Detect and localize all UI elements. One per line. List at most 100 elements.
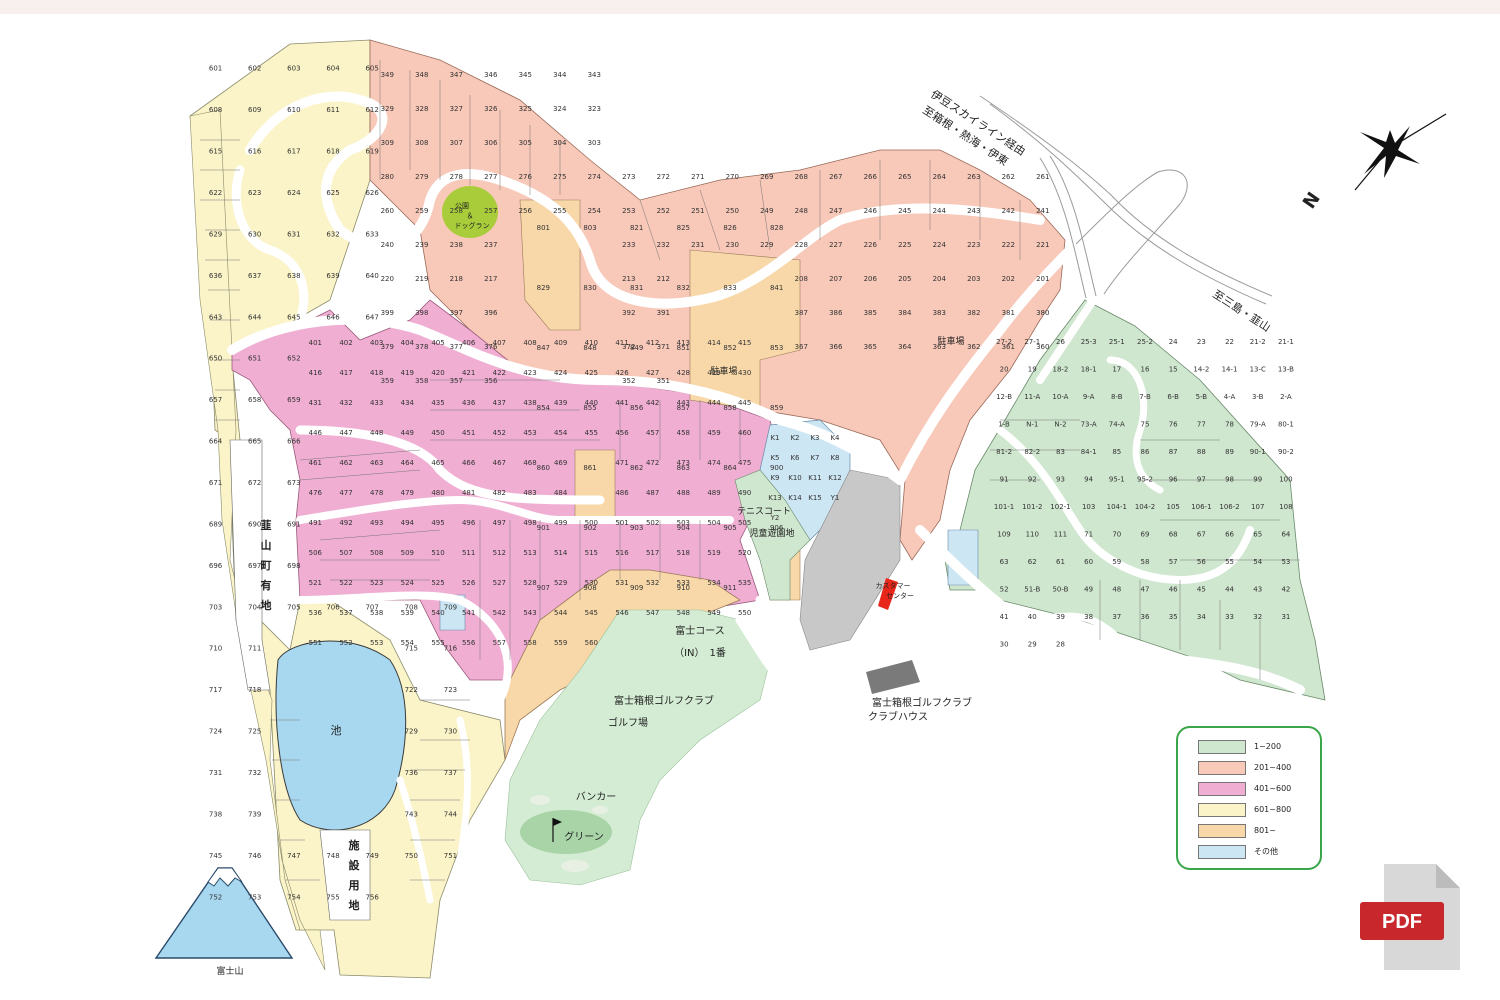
- lot-number: 644: [248, 313, 262, 321]
- lot-number: 254: [588, 207, 602, 215]
- mount-fuji-label: 富士山: [216, 965, 243, 977]
- lot-number: 63: [1000, 558, 1009, 566]
- lot-number: 257: [484, 207, 497, 215]
- lot-number: 385: [864, 309, 877, 317]
- lot-number: 6-B: [1167, 393, 1179, 401]
- lot-number: N-2: [1054, 420, 1066, 428]
- lot-number: 19: [1028, 365, 1037, 373]
- lot-number: 377: [450, 343, 463, 351]
- lot-number: 651: [248, 355, 261, 363]
- lot-number: 403: [370, 339, 383, 347]
- lot-number: 725: [248, 728, 261, 736]
- lot-number: 528: [523, 579, 536, 587]
- lot-number: 623: [248, 189, 261, 197]
- lot-number: 66: [1225, 530, 1234, 538]
- lot-number: 401: [309, 339, 322, 347]
- lot-number: 402: [339, 339, 352, 347]
- lot-number: 697: [248, 562, 261, 570]
- lot-number: 466: [462, 459, 476, 467]
- lot-number: 33: [1225, 613, 1234, 621]
- lot-number: 14-2: [1193, 365, 1209, 373]
- lot-number: 7-B: [1139, 393, 1151, 401]
- lot-number: 608: [209, 106, 222, 114]
- lot-number: 447: [339, 429, 352, 437]
- nirayama-land-label: 韮山町有地: [260, 519, 272, 612]
- lot-number: 304: [553, 139, 567, 147]
- lot-number: 905: [723, 524, 736, 532]
- lot-number: 376: [484, 343, 498, 351]
- lot-number: 243: [967, 207, 980, 215]
- lot-number: 237: [484, 241, 497, 249]
- lot-number: 249: [760, 207, 773, 215]
- lot-number: 420: [431, 369, 444, 377]
- lot-number: 248: [795, 207, 808, 215]
- lot-number: 79-A: [1250, 420, 1266, 428]
- lot-number: 547: [646, 609, 659, 617]
- lot-number: 27-1: [1024, 338, 1040, 346]
- lot-number: 511: [462, 549, 475, 557]
- lot-number: 25-3: [1081, 338, 1097, 346]
- lot-number: 430: [738, 369, 751, 377]
- lot-number: 218: [450, 275, 463, 283]
- lot-number: 854: [537, 404, 551, 412]
- legend-label: 801~: [1254, 826, 1276, 835]
- lot-number: 3-B: [1252, 393, 1264, 401]
- lot-number: 303: [588, 139, 601, 147]
- lot-number: 270: [726, 173, 739, 181]
- lot-number: 15: [1169, 365, 1178, 373]
- lot-number: 54: [1253, 558, 1262, 566]
- lot-number: 543: [523, 609, 536, 617]
- lot-number: 449: [401, 429, 414, 437]
- lot-number: 533: [677, 579, 690, 587]
- lot-number: 77: [1197, 420, 1206, 428]
- lot-number: 512: [493, 549, 506, 557]
- lot-number: 708: [405, 603, 418, 611]
- pdf-file-icon: PDF: [1360, 864, 1460, 970]
- lot-number: 723: [444, 686, 457, 694]
- lot-number: 324: [553, 105, 567, 113]
- lot-number: 327: [450, 105, 463, 113]
- lot-number: 609: [248, 106, 261, 114]
- lot-number: 423: [523, 369, 536, 377]
- lot-number: 904: [677, 524, 691, 532]
- lot-number: 493: [370, 519, 383, 527]
- parking-lot: [799, 469, 901, 651]
- lot-number: 280: [381, 173, 394, 181]
- lot-number: 28: [1056, 640, 1065, 648]
- lot-number: 83: [1056, 448, 1065, 456]
- lot-number: 444: [707, 399, 721, 407]
- lot-number: 456: [615, 429, 629, 437]
- pdf-download-button[interactable]: PDF: [1360, 864, 1460, 970]
- lot-number: 517: [646, 549, 659, 557]
- lot-number: 20: [1000, 365, 1009, 373]
- lot-number: 610: [287, 106, 300, 114]
- in-first-hole-label: （IN） 1番: [674, 647, 726, 659]
- lot-number: 69: [1141, 530, 1150, 538]
- lot-number: 453: [523, 429, 536, 437]
- lot-number: 252: [657, 207, 670, 215]
- lot-number: 537: [339, 609, 352, 617]
- lot-number: 225: [898, 241, 911, 249]
- lot-number: 425: [585, 369, 598, 377]
- lot-number: 344: [553, 71, 567, 79]
- lot-number: 239: [415, 241, 428, 249]
- lot-number: 366: [829, 343, 843, 351]
- lot-number: 557: [493, 639, 506, 647]
- lot-number: 616: [248, 148, 262, 156]
- lot-number: 632: [326, 230, 339, 238]
- lot-number: 208: [795, 275, 808, 283]
- playground-label: 児童遊園地: [749, 527, 794, 539]
- lot-number: 266: [864, 173, 878, 181]
- legend-item: その他: [1198, 841, 1320, 862]
- lot-number: 832: [677, 284, 690, 292]
- lot-number: 673: [287, 479, 300, 487]
- lot-number: 464: [401, 459, 415, 467]
- lot-number: 357: [450, 377, 463, 385]
- lot-number: 80-1: [1278, 420, 1294, 428]
- lot-number: 48: [1112, 585, 1121, 593]
- lot-number: 349: [381, 71, 394, 79]
- customer-center-label-1: カスタマー: [876, 581, 911, 590]
- legend-item: 1~200: [1198, 736, 1320, 757]
- lot-number: 41: [1000, 613, 1009, 621]
- lot-number: 81-2: [996, 448, 1012, 456]
